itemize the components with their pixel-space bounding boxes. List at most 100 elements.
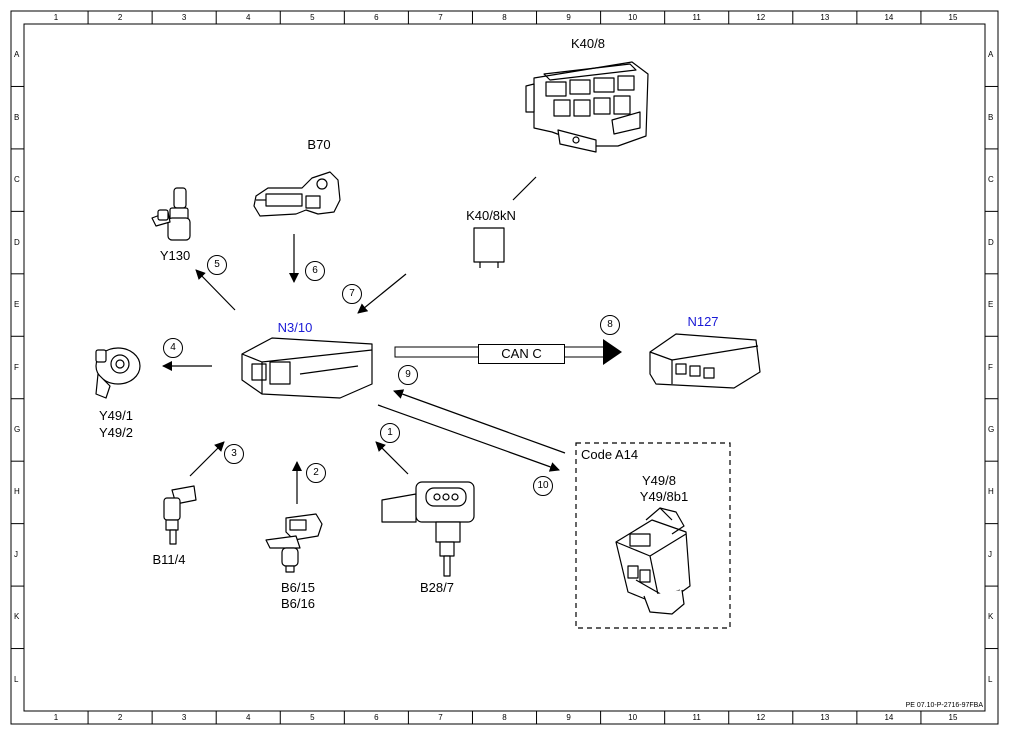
y49-1-actuator-image: [95, 347, 141, 399]
ruler-column-label: 10: [628, 713, 638, 722]
ruler-row-label: L: [14, 674, 19, 684]
ruler-ticks: [11, 11, 998, 724]
ruler-column-label: 11: [692, 13, 701, 22]
ruler-row-label: B: [14, 112, 20, 122]
ruler-row-label: D: [988, 237, 994, 247]
n127-module-image: [649, 333, 761, 389]
ruler-column-label: 2: [117, 713, 123, 722]
ruler-column-label: 15: [948, 713, 958, 722]
ruler-column-label: 5: [310, 713, 315, 722]
ruler-column-label: 4: [245, 13, 251, 22]
ruler-column-label: 3: [181, 713, 187, 722]
ruler-row-label: F: [988, 362, 993, 372]
y49-1-label: Y49/1: [99, 408, 133, 423]
ruler-column-label: 1: [53, 713, 59, 722]
ruler-row-label: L: [988, 674, 993, 684]
arrow-number-3: 3: [224, 444, 244, 464]
k40-8kn-label: K40/8kN: [466, 208, 516, 223]
arrow-3-line: [189, 441, 225, 477]
ruler-column-label: 12: [756, 713, 766, 722]
y49-2-label: Y49/2: [99, 425, 133, 440]
can-c-bus-label: CAN C: [478, 344, 565, 364]
ruler-row-label: F: [14, 362, 19, 372]
ruler-column-label: 10: [628, 13, 638, 22]
b11-4-sensor-image: [163, 485, 197, 545]
ruler-column-label: 9: [566, 713, 571, 722]
b6-15-sensor-image: [265, 513, 323, 573]
ruler-column-label: 2: [117, 13, 123, 22]
arrow-number-10: 10: [533, 476, 553, 496]
arrow-number-5: 5: [207, 255, 227, 275]
n3-10-label: N3/10: [277, 320, 313, 335]
y49-8-label: Y49/8: [642, 473, 676, 488]
ruler-row-label: E: [988, 300, 994, 310]
ruler-row-label: A: [14, 50, 20, 60]
ruler-column-label: 14: [884, 713, 894, 722]
code-a14-label: Code A14: [581, 447, 639, 462]
ruler-row-label: K: [14, 612, 20, 622]
ruler-row-label: J: [988, 549, 992, 559]
ruler-column-label: 8: [502, 13, 507, 22]
k40-connector-line: [512, 176, 537, 201]
arrow-9-line: [393, 389, 566, 454]
b6-15-label: B6/15: [281, 580, 315, 595]
ruler-row-label: A: [988, 50, 994, 60]
n3-10-ecu-image: [241, 337, 373, 399]
ruler-column-label: 13: [820, 13, 830, 22]
ruler-row-label: H: [14, 487, 20, 497]
b11-4-label: B11/4: [152, 552, 186, 567]
ruler-row-label: G: [14, 424, 21, 434]
ruler-row-label: B: [988, 112, 994, 122]
ruler-row-label: K: [988, 612, 994, 622]
arrow-number-1: 1: [380, 423, 400, 443]
arrow-1-line: [375, 441, 409, 475]
drawing-reference-code: PE 07.10-P-2716-97FBA: [905, 702, 983, 709]
arrow-number-9: 9: [398, 365, 418, 385]
ruler-column-label: 8: [502, 713, 507, 722]
arrow-number-6: 6: [305, 261, 325, 281]
ruler-column-label: 4: [245, 713, 251, 722]
ruler-row-label: G: [988, 424, 995, 434]
ruler-column-label: 6: [374, 13, 379, 22]
k40-8-label: K40/8: [571, 36, 605, 51]
y49-8b1-label: Y49/8b1: [639, 489, 689, 504]
arrow-7-line: [357, 273, 407, 314]
ruler-row-label: C: [988, 175, 994, 185]
arrow-number-4: 4: [163, 338, 183, 358]
k40-8-relay-module-image: [525, 61, 649, 153]
ruler-row-label: E: [14, 300, 20, 310]
b70-label: B70: [307, 137, 331, 152]
y130-label: Y130: [159, 248, 191, 263]
ruler-column-label: 7: [438, 713, 443, 722]
arrow-5-line: [195, 269, 236, 311]
arrow-number-2: 2: [306, 463, 326, 483]
ruler-row-label: C: [14, 175, 20, 185]
ruler-column-label: 3: [181, 13, 187, 22]
n127-label: N127: [687, 314, 719, 329]
ruler-column-label: 14: [884, 13, 894, 22]
ruler-column-label: 6: [374, 713, 379, 722]
k40-8kn-relay-image: [473, 227, 505, 268]
arrow-number-7: 7: [342, 284, 362, 304]
code-a14-box: [575, 442, 731, 629]
ruler-column-label: 9: [566, 13, 571, 22]
drawing-frame: [10, 10, 999, 725]
ruler-row-label: H: [988, 487, 994, 497]
ruler-row-label: D: [14, 237, 20, 247]
arrow-10-line: [377, 404, 560, 472]
ruler-column-label: 1: [53, 13, 59, 22]
y130-valve-image: [151, 187, 191, 241]
ruler-row-label: J: [14, 549, 18, 559]
b28-7-sensor-image: [381, 481, 475, 577]
ruler-column-label: 11: [692, 713, 701, 722]
b6-16-label: B6/16: [281, 596, 315, 611]
y49-8-sensor-image: [615, 507, 691, 615]
ruler-column-label: 12: [756, 13, 766, 22]
b28-7-label: B28/7: [420, 580, 454, 595]
ruler-column-label: 7: [438, 13, 443, 22]
b70-sensor-image: [253, 171, 341, 217]
arrow-number-8: 8: [600, 315, 620, 335]
ruler-column-label: 5: [310, 13, 315, 22]
ruler-column-label: 15: [948, 13, 958, 22]
